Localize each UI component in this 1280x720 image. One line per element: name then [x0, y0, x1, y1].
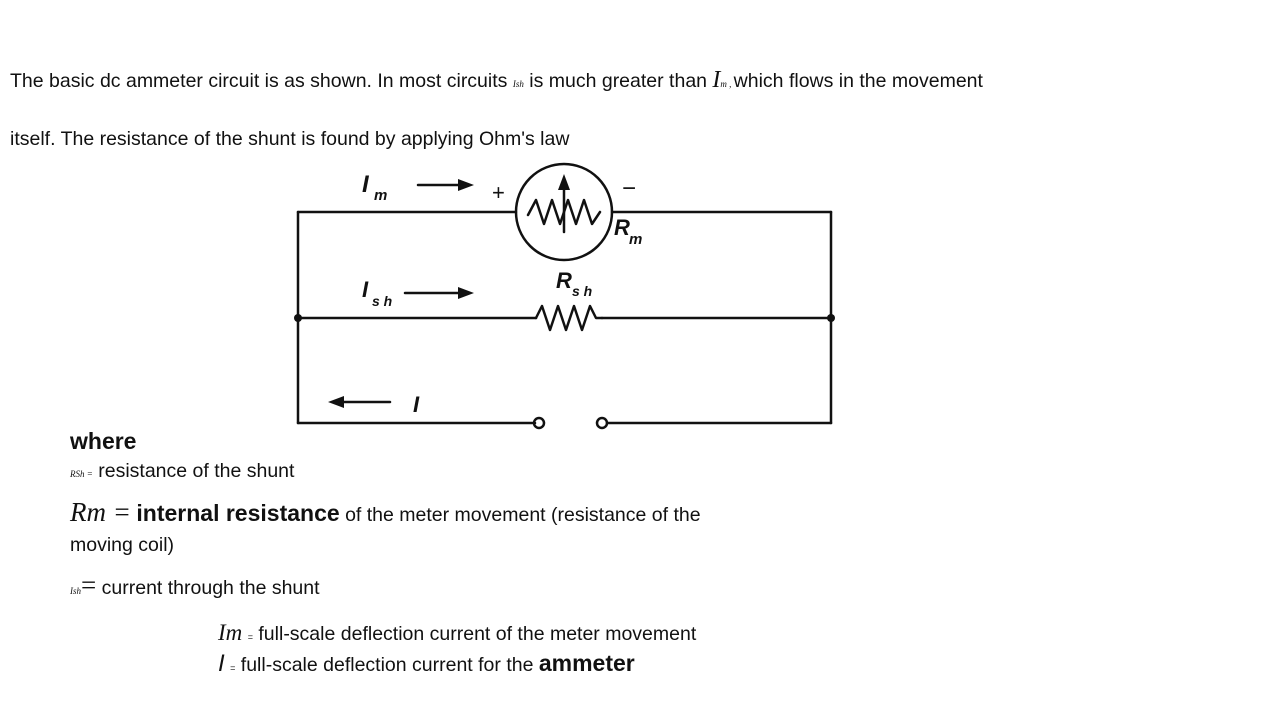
im-description: full-scale deflection current of the met… — [258, 623, 697, 645]
label-rsh: R — [556, 268, 572, 293]
i-bold-term: ammeter — [538, 650, 635, 676]
label-ish: I — [362, 277, 369, 302]
arrow-i-head — [328, 396, 344, 408]
label-plus: + — [492, 180, 505, 205]
ammeter-circuit-diagram: I m + − R m I s h R s h I — [294, 162, 835, 430]
rsh-description: resistance of the shunt — [98, 460, 295, 482]
terminal-right — [595, 416, 609, 430]
arrow-ish-head — [458, 287, 474, 299]
shunt-resistor-zigzag — [534, 304, 604, 332]
label-im: I — [362, 171, 370, 198]
meter-pointer-head — [558, 174, 570, 190]
label-rm-sub: m — [629, 231, 642, 248]
label-rm: R — [614, 215, 630, 240]
paragraph-text: which flows in the movement — [733, 70, 983, 92]
i-equals: = — [230, 663, 236, 673]
definition-i: I = full-scale deflection current for th… — [218, 650, 635, 678]
im-symbol: I — [712, 67, 721, 93]
junction-right — [827, 314, 835, 322]
meter-circle — [514, 162, 614, 262]
rm-symbol: Rm = — [70, 497, 131, 527]
definition-rm: Rm = internal resistance of the meter mo… — [70, 497, 701, 560]
terminal-left — [532, 416, 546, 430]
ish-description: current through the shunt — [96, 577, 320, 599]
definition-rsh: RSh = resistance of the shunt — [70, 460, 294, 483]
im-equals: = — [247, 632, 253, 642]
paragraph-text: The basic dc ammeter circuit is as shown… — [10, 70, 513, 92]
paragraph-text: is much greater than — [523, 70, 713, 92]
rsh-symbol: RSh = — [70, 469, 93, 479]
arrow-im-head — [458, 179, 474, 191]
im-symbol: Im — [218, 620, 243, 645]
label-im-sub: m — [374, 187, 387, 204]
rm-description-cont: moving coil) — [70, 534, 175, 556]
label-ish-sub: s h — [372, 293, 392, 309]
where-heading: where — [70, 428, 137, 454]
paragraph-line-2: itself. The resistance of the shunt is f… — [10, 128, 570, 150]
comma: , — [726, 79, 734, 89]
i-symbol: I — [218, 650, 225, 677]
im-subscript: m — [720, 79, 727, 89]
label-minus: − — [622, 175, 636, 202]
paragraph-line-1: The basic dc ammeter circuit is as shown… — [10, 67, 983, 94]
i-description: full-scale deflection current for the — [240, 654, 539, 676]
ish-equals: = — [81, 570, 97, 600]
label-i: I — [413, 392, 420, 417]
definition-ish: Ish= current through the shunt — [70, 570, 320, 601]
junction-left — [294, 314, 302, 322]
label-rsh-sub: s h — [572, 283, 592, 299]
definition-im: Im = full-scale deflection current of th… — [218, 620, 696, 646]
ish-symbol: Ish — [70, 586, 81, 596]
rm-bold-term: internal resistance — [136, 500, 340, 526]
ish-symbol: Ish — [512, 79, 524, 89]
rm-description: of the meter movement (resistance of the — [339, 504, 701, 526]
